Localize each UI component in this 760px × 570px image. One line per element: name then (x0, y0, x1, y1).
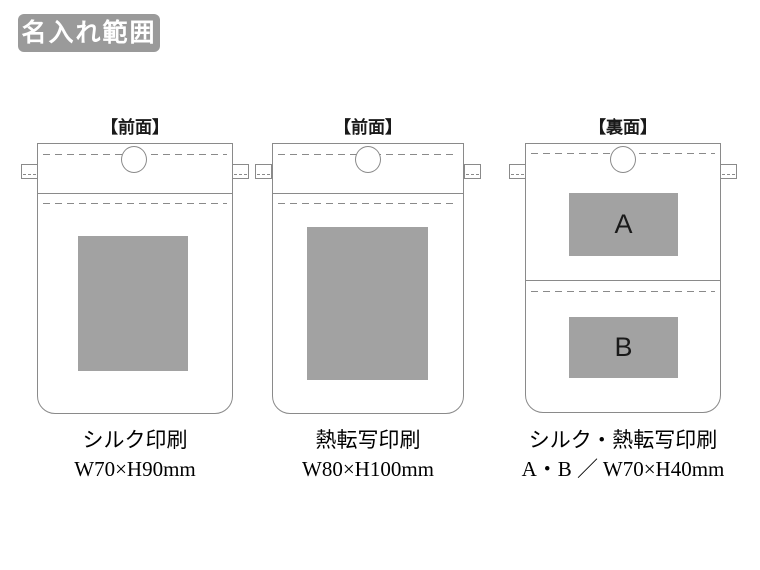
caption-size: W80×H100mm (302, 457, 434, 481)
tab-fold-line (722, 174, 735, 175)
drawstring-grommet-icon (610, 146, 636, 173)
print-area-front-thermal (307, 227, 428, 380)
side-tab-left (509, 164, 526, 179)
channel-stitch-line (37, 193, 233, 194)
caption-size: W70×H90mm (74, 457, 196, 481)
drawstring-grommet-icon (121, 146, 147, 173)
caption-back: シルク・熱転写印刷 A・B ／ W70×H40mm (489, 426, 757, 484)
side-tab-right (232, 164, 249, 179)
print-area-front-silk (78, 236, 188, 371)
print-area-b: B (569, 317, 678, 378)
tab-fold-line (511, 174, 524, 175)
tab-fold-line (466, 174, 479, 175)
print-area-a: A (569, 193, 678, 256)
imprint-range-badge: 名入れ範囲 (18, 14, 160, 52)
caption-method: 熱転写印刷 (315, 428, 421, 452)
drawstring-grommet-icon (355, 146, 381, 173)
panel-header-front-thermal: 【前面】 (334, 118, 402, 137)
side-tab-left (21, 164, 38, 179)
tab-fold-line (234, 174, 247, 175)
panel-header-back: 【裏面】 (589, 118, 657, 137)
side-tab-left (255, 164, 272, 179)
stitch-line-dashed (43, 203, 227, 204)
channel-stitch-line (272, 193, 464, 194)
caption-method: シルク印刷 (82, 428, 188, 452)
panel-header-front-silk: 【前面】 (101, 118, 169, 137)
stitch-line-dashed (278, 203, 458, 204)
channel-stitch-line (525, 280, 721, 281)
tab-fold-line (257, 174, 270, 175)
side-tab-right (464, 164, 481, 179)
stitch-line-dashed (531, 291, 715, 292)
tab-fold-line (23, 174, 36, 175)
caption-front-silk: シルク印刷 W70×H90mm (1, 426, 269, 484)
side-tab-right (720, 164, 737, 179)
caption-front-thermal: 熱転写印刷 W80×H100mm (234, 426, 502, 484)
caption-size: A・B ／ W70×H40mm (521, 457, 725, 481)
caption-method: シルク・熱転写印刷 (528, 428, 718, 452)
